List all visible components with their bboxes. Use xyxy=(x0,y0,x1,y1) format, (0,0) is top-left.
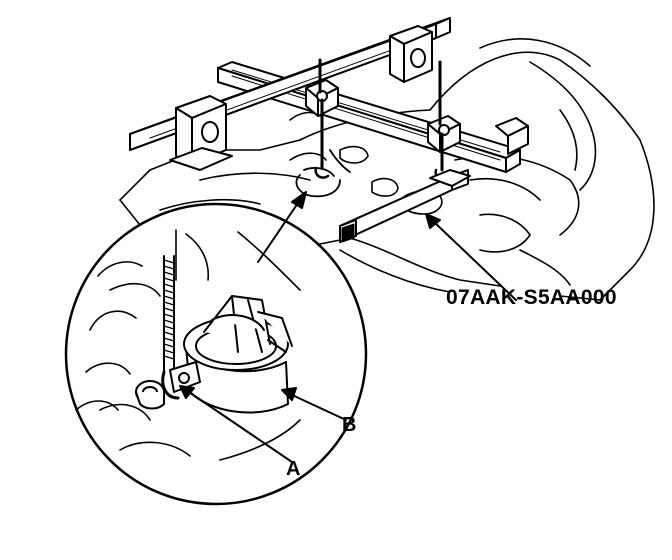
detail-view xyxy=(64,202,368,506)
engine-support-hanger xyxy=(129,17,529,243)
detail-hook-tab xyxy=(135,361,201,410)
hanger-beam-long xyxy=(217,61,521,173)
callout-b-label: B xyxy=(342,414,357,436)
front-clamp xyxy=(427,115,461,153)
hook-rod-center xyxy=(314,58,330,179)
left-mount-bracket xyxy=(169,95,233,171)
tool-part-number-label: 07AAK-S5AA000 xyxy=(446,286,617,309)
detail-threaded-rod xyxy=(161,255,180,400)
tool-crossmember xyxy=(339,169,471,243)
leader-lines xyxy=(179,191,517,463)
detail-background xyxy=(75,229,301,461)
detail-mount-bracket xyxy=(183,295,293,414)
callout-a-label: A xyxy=(286,458,301,480)
right-mount-bracket xyxy=(389,25,433,83)
beam-end-foot xyxy=(495,117,529,155)
hose xyxy=(295,149,351,198)
